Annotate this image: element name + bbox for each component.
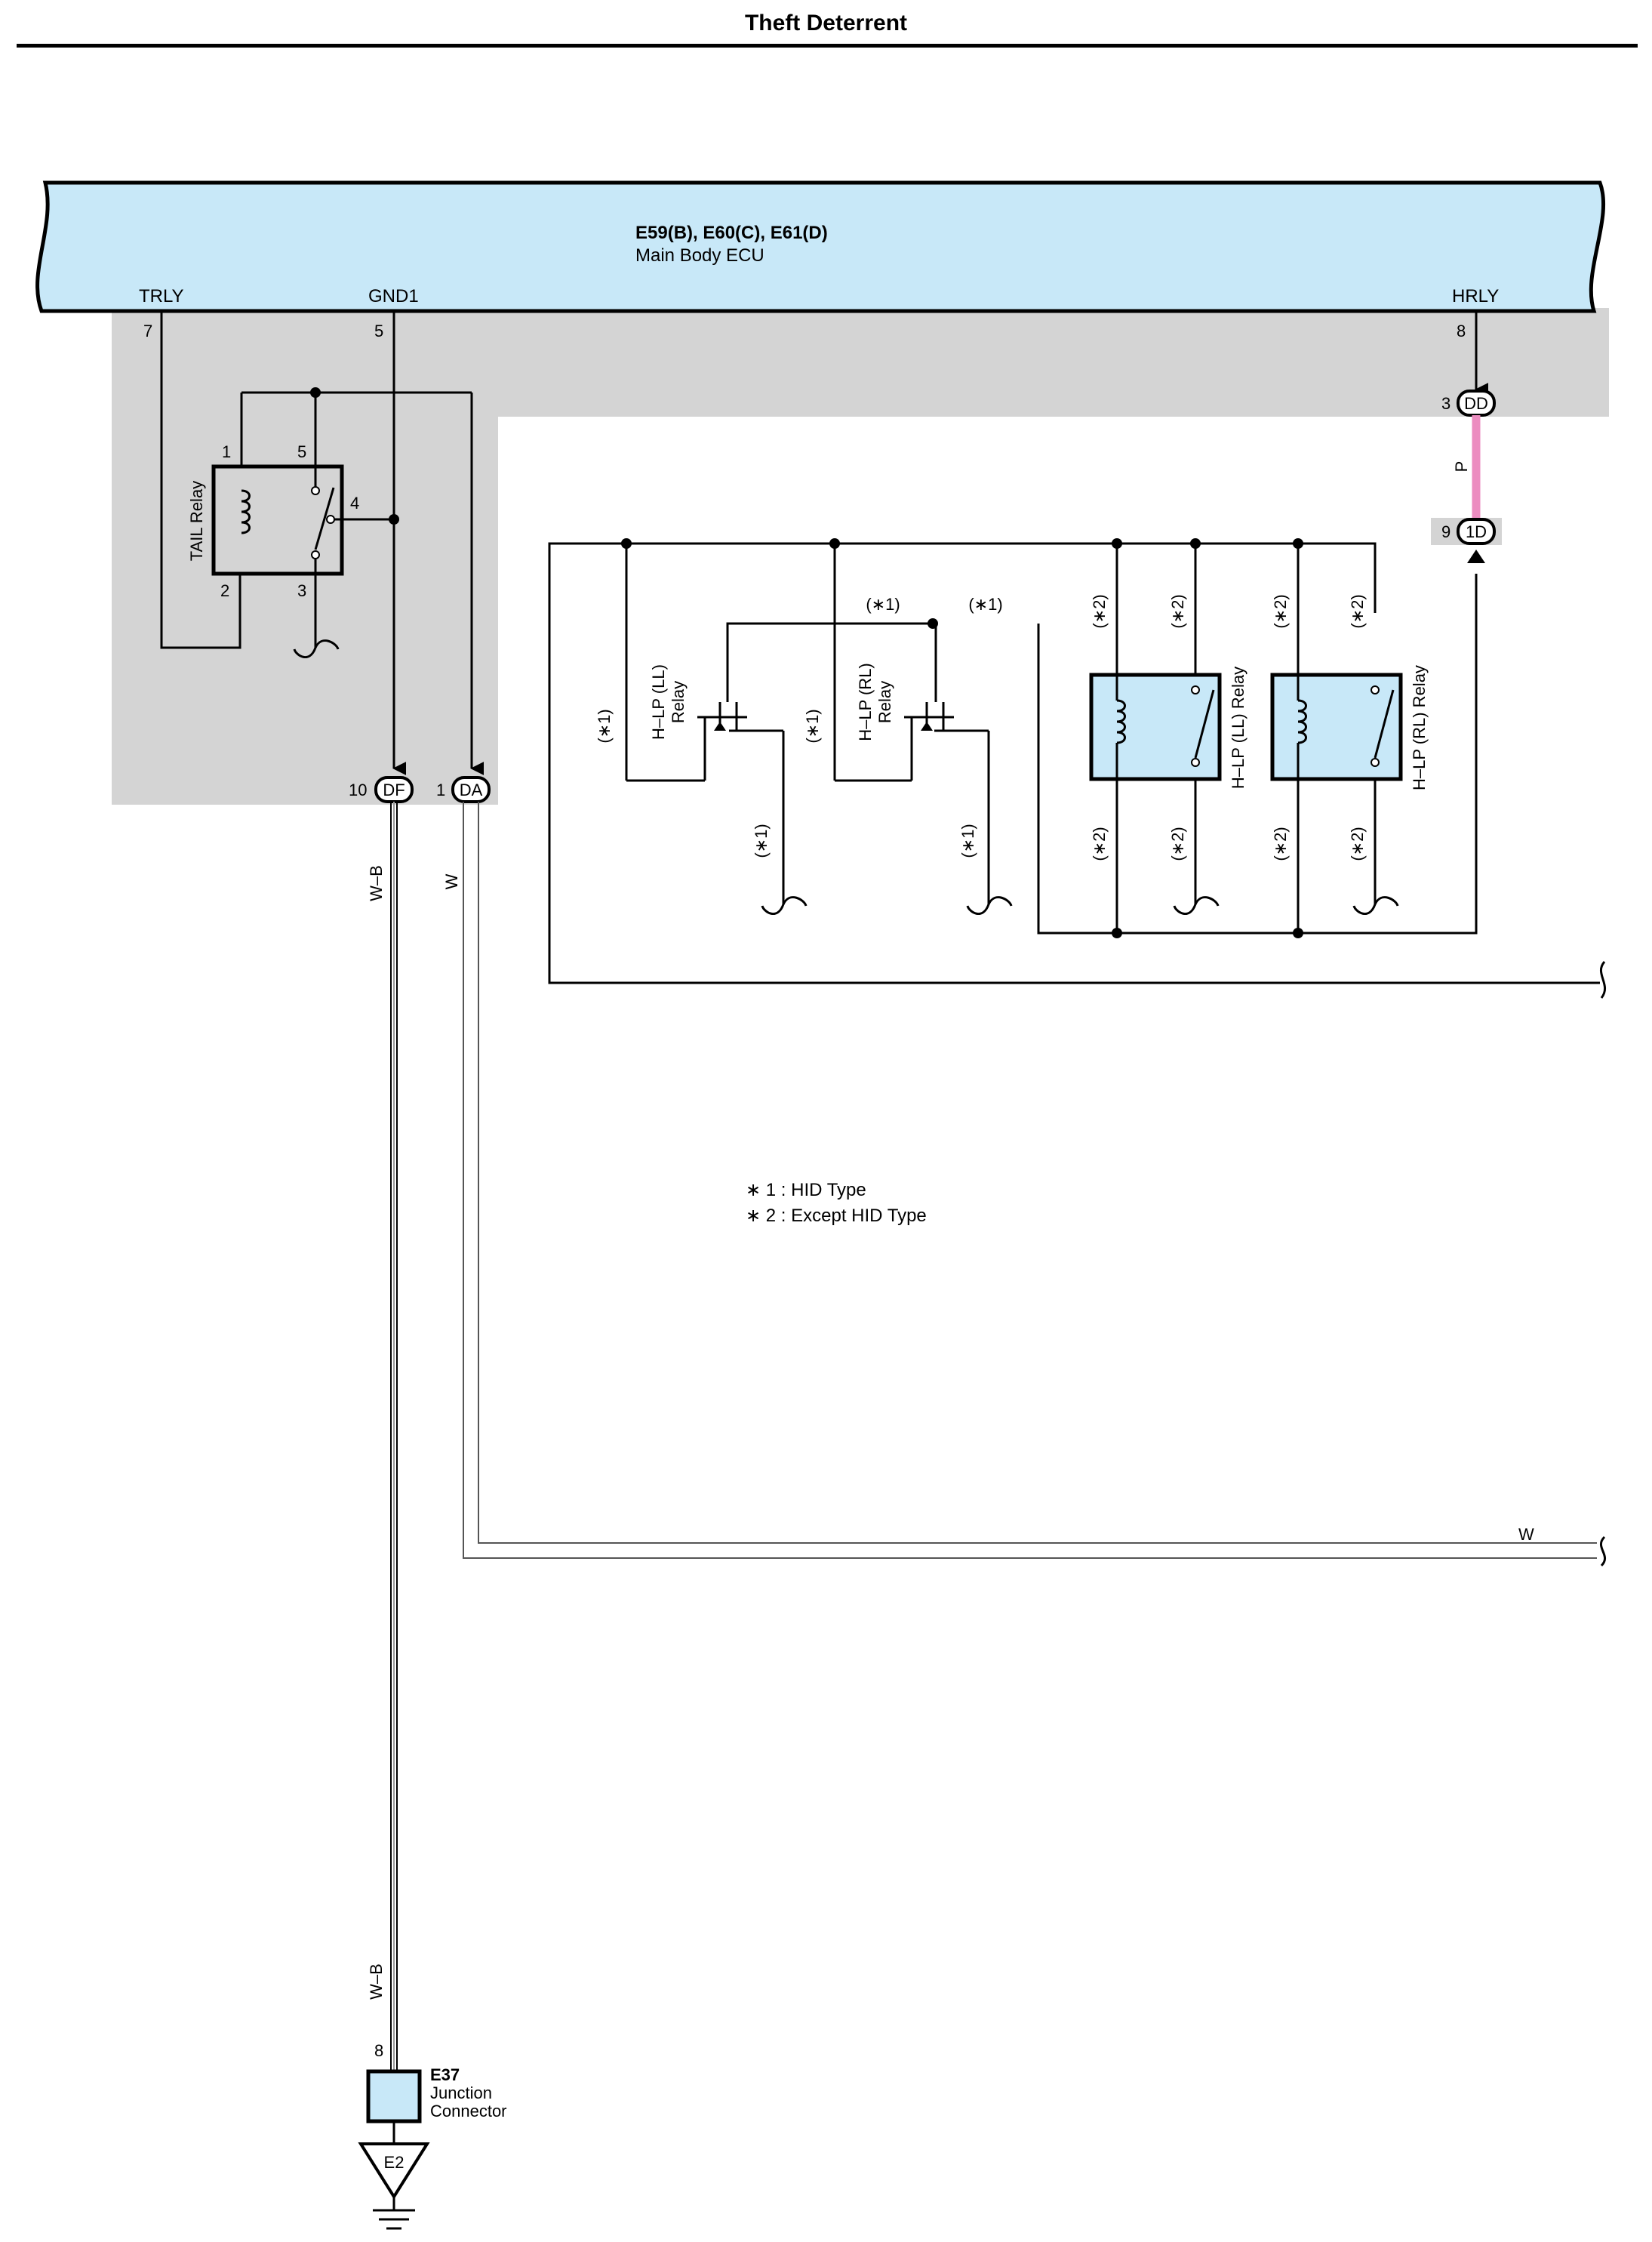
wire-pink-label: P [1452, 461, 1471, 473]
variant-mark-except-hid: (∗2) [1348, 594, 1367, 628]
wire-w-b-label-bottom: W–B [367, 1963, 386, 2000]
junction-dot [310, 387, 321, 398]
tail-relay-pin-1: 1 [222, 442, 231, 461]
variant-mark-hid: (∗1) [866, 595, 900, 614]
connector-dd-pin: 3 [1441, 394, 1450, 413]
tail-relay-box [211, 464, 344, 576]
hlp-rl-relay-label: H–LP (RL) Relay [1410, 665, 1429, 790]
connector-da [451, 776, 491, 803]
ecu-name: Main Body ECU [635, 245, 764, 266]
ecu-pin-trly: 7 [143, 322, 152, 340]
junction-dot [1112, 928, 1122, 938]
junction-dot [1190, 538, 1201, 549]
hid-relay-rl-arrow-icon [921, 722, 933, 731]
variant-mark-hid: (∗1) [958, 824, 977, 858]
hid-relay-ll-arrow-icon [714, 722, 726, 731]
junction-dot [389, 514, 399, 525]
title-rule [17, 44, 1638, 48]
hlp-rl-relay-contact [1371, 758, 1380, 767]
hid-relay-rl-label-1: H–LP (RL) [856, 663, 875, 741]
ecu-pin-gnd1: 5 [374, 322, 383, 340]
shaded-region [112, 308, 1609, 805]
note-hid: ∗ 1 : HID Type [746, 1180, 866, 1200]
connector-df-code: DF [383, 781, 405, 799]
hid-relay-ll-label-2: Relay [669, 681, 688, 723]
hlp-rl-relay-contact [1371, 685, 1380, 694]
ground-triangle-icon [358, 2142, 430, 2200]
tail-relay-switch-icon [314, 487, 335, 550]
tail-relay-pin-5: 5 [297, 442, 306, 461]
wire-break-icon [1599, 1535, 1607, 1567]
variant-mark-except-hid: (∗2) [1348, 827, 1367, 861]
connector-1d-code: 1D [1466, 522, 1487, 541]
hlp-ll-relay-contact [1191, 758, 1200, 767]
connector-da-code: DA [460, 781, 483, 799]
ecu-terminal-trly: TRLY [139, 286, 184, 306]
tail-relay-circuit [160, 311, 485, 775]
junction-dot [829, 538, 840, 549]
tail-relay-contact [311, 550, 320, 559]
connector-df-pin: 10 [349, 781, 367, 799]
junction-pin: 8 [374, 2041, 383, 2060]
junction-dot [1112, 538, 1122, 549]
hlp-ll-relay-label: H–LP (LL) Relay [1229, 667, 1247, 789]
junction-dot [621, 538, 632, 549]
wire-w-label-horizontal: W [1518, 1525, 1534, 1544]
ecu-box [35, 180, 1605, 313]
hlp-ll-relay-switch-icon [1194, 689, 1215, 759]
variant-mark-except-hid: (∗2) [1271, 827, 1290, 861]
connector-dd-code: DD [1464, 394, 1488, 413]
variant-mark-except-hid: (∗2) [1090, 594, 1109, 628]
wire-w-b-label-top: W–B [367, 865, 386, 901]
wire-w-label-vertical: W [442, 873, 461, 889]
junction-code: E37 [430, 2065, 460, 2084]
hlp-ll-relay-contact [1191, 685, 1200, 694]
hlp-rl-relay-box [1270, 673, 1403, 781]
hlp-rl-relay-coil-icon [1297, 699, 1307, 744]
hlp-ll-relay-coil-icon [1116, 699, 1126, 744]
junction-dot [1293, 928, 1303, 938]
connector-1d [1457, 518, 1496, 545]
junction-dot [928, 618, 938, 629]
connector-1d-pin: 9 [1441, 522, 1450, 541]
variant-mark-hid: (∗1) [752, 824, 771, 858]
ecu-terminal-gnd1: GND1 [368, 286, 419, 306]
wire-w [463, 802, 1597, 1559]
hid-relay-rl-label-2: Relay [875, 681, 894, 723]
ecu-terminal-hrly: HRLY [1452, 286, 1499, 306]
note-except-hid: ∗ 2 : Except HID Type [746, 1206, 927, 1226]
variant-mark-except-hid: (∗2) [1271, 594, 1290, 628]
junction-dot [1293, 538, 1303, 549]
ecu-pin-hrly: 8 [1457, 322, 1466, 340]
junction-line2: Connector [430, 2102, 507, 2120]
connector-da-pin: 1 [436, 781, 445, 799]
tail-relay-label: TAIL Relay [187, 481, 206, 561]
ground-symbol-icon [373, 2197, 415, 2230]
variant-mark-except-hid: (∗2) [1090, 827, 1109, 861]
hlp-ll-relay-box [1089, 673, 1222, 781]
junction-line1: Junction [430, 2083, 492, 2102]
hlp-rl-relay-switch-icon [1374, 689, 1395, 759]
ecu-connectors: E59(B), E60(C), E61(D) [635, 223, 828, 243]
page-title: Theft Deterrent [744, 11, 908, 35]
variant-mark-except-hid: (∗2) [1168, 594, 1187, 628]
tail-relay-pin-2: 2 [220, 581, 229, 600]
tail-relay-contact [326, 515, 335, 524]
ground-code: E2 [384, 2153, 405, 2172]
tail-relay-coil-icon [241, 489, 251, 534]
junction-connector-box [366, 2069, 422, 2123]
connector-1d-arrow-icon [1467, 550, 1485, 563]
variant-mark-hid: (∗1) [595, 709, 614, 743]
tail-relay-contact [311, 486, 320, 495]
hid-relay-ll-label-1: H–LP (LL) [649, 664, 668, 740]
headlamp-relay-network [548, 542, 1607, 999]
variant-mark-except-hid: (∗2) [1168, 827, 1187, 861]
wire-w-b [390, 802, 398, 2072]
tail-relay-pin-3: 3 [297, 581, 306, 600]
variant-mark-hid: (∗1) [968, 595, 1002, 614]
variant-mark-hid: (∗1) [803, 709, 822, 743]
tail-relay-pin-4: 4 [350, 494, 359, 513]
